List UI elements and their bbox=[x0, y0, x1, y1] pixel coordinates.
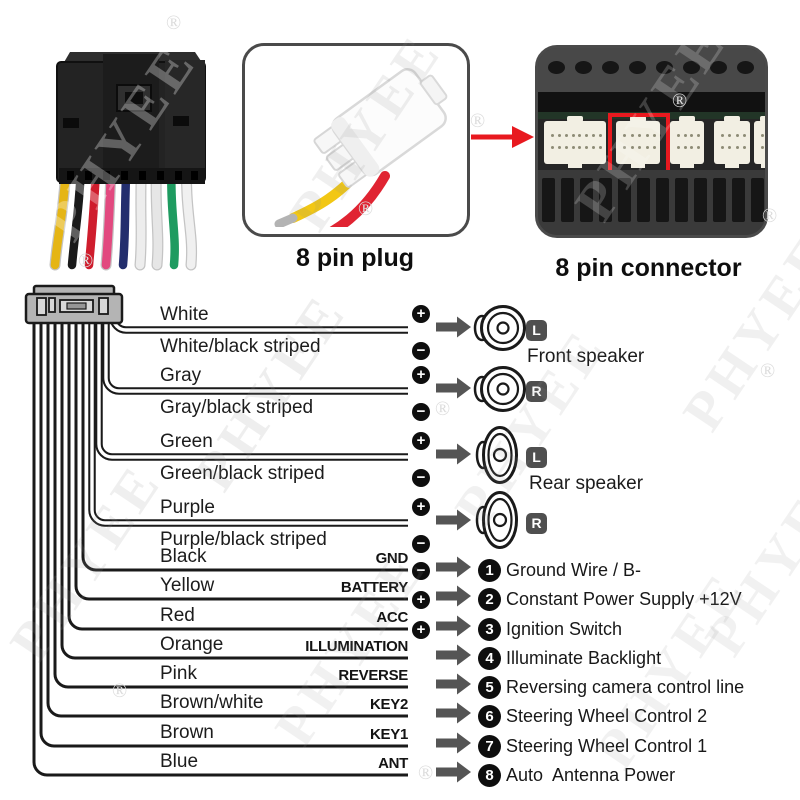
red-arrow-icon bbox=[471, 126, 534, 148]
wire-label: Blue bbox=[160, 751, 198, 773]
arrow-right-icon bbox=[436, 674, 471, 695]
minus-icon: − bbox=[412, 562, 430, 580]
wire-tag: GND bbox=[250, 550, 408, 567]
wire-tag: ACC bbox=[250, 609, 408, 626]
number-badge: 2 bbox=[478, 588, 501, 611]
wire-label-positive: White bbox=[160, 304, 209, 326]
arrow-right-icon bbox=[436, 762, 471, 783]
number-badge: 1 bbox=[478, 559, 501, 582]
rear-speaker-left-icon bbox=[477, 428, 517, 483]
wire-label-negative: White/black striped bbox=[160, 336, 321, 358]
wire-label: Pink bbox=[160, 663, 197, 685]
front-speaker-label: Front speaker bbox=[527, 346, 644, 368]
front-speaker-left-icon bbox=[475, 307, 525, 350]
channel-badge: R bbox=[526, 381, 547, 402]
wire-tag: KEY1 bbox=[250, 726, 408, 743]
number-badge: 4 bbox=[478, 647, 501, 670]
arrow-right-icon bbox=[436, 733, 471, 754]
plus-icon: + bbox=[412, 498, 430, 516]
arrow-right-icon bbox=[436, 586, 471, 607]
wire-label-negative: Gray/black striped bbox=[160, 397, 313, 419]
wire-tag: REVERSE bbox=[250, 667, 408, 684]
plus-icon: + bbox=[412, 305, 430, 323]
number-badge: 6 bbox=[478, 705, 501, 728]
channel-badge: L bbox=[526, 320, 547, 341]
arrow-right-icon bbox=[436, 510, 471, 531]
wire-label-positive: Gray bbox=[160, 365, 201, 387]
plus-icon: + bbox=[412, 591, 430, 609]
wire-description: Steering Wheel Control 2 bbox=[506, 706, 707, 727]
rear-speaker-label: Rear speaker bbox=[529, 473, 643, 495]
wire-description: Steering Wheel Control 1 bbox=[506, 736, 707, 757]
arrow-right-icon bbox=[436, 557, 471, 578]
wire-tag: BATTERY bbox=[250, 579, 408, 596]
plus-icon: + bbox=[412, 432, 430, 450]
channel-badge: R bbox=[526, 513, 547, 534]
wire-tag: ANT bbox=[250, 755, 408, 772]
arrow-right-icon bbox=[436, 317, 471, 338]
wire-label: Brown bbox=[160, 722, 214, 744]
wire-tag: KEY2 bbox=[250, 696, 408, 713]
minus-icon: − bbox=[412, 403, 430, 421]
wire-tag: ILLUMINATION bbox=[250, 638, 408, 655]
wire-label: Black bbox=[160, 546, 206, 568]
harness-connector-block bbox=[26, 286, 122, 323]
power-wire bbox=[62, 321, 408, 658]
arrow-right-icon bbox=[436, 703, 471, 724]
number-badge: 7 bbox=[478, 735, 501, 758]
wire-description: Auto Antenna Power bbox=[506, 765, 675, 786]
number-badge: 5 bbox=[478, 676, 501, 699]
channel-badge: L bbox=[526, 447, 547, 468]
wire-label-positive: Green bbox=[160, 431, 213, 453]
wire-description: Reversing camera control line bbox=[506, 677, 744, 698]
wire-label-positive: Purple bbox=[160, 497, 215, 519]
speaker-pair-wire bbox=[113, 317, 408, 330]
wire-label-negative: Green/black striped bbox=[160, 463, 325, 485]
wire-label: Red bbox=[160, 605, 195, 627]
wire-label: Yellow bbox=[160, 575, 214, 597]
wire-description: Ignition Switch bbox=[506, 619, 622, 640]
minus-icon: − bbox=[412, 469, 430, 487]
arrow-right-icon bbox=[436, 645, 471, 666]
wire-label: Orange bbox=[160, 634, 223, 656]
minus-icon: − bbox=[412, 342, 430, 360]
number-badge: 8 bbox=[478, 764, 501, 787]
arrow-right-icon bbox=[436, 616, 471, 637]
front-speaker-right-icon bbox=[475, 368, 525, 411]
wire-description: Constant Power Supply +12V bbox=[506, 589, 742, 610]
plus-icon: + bbox=[412, 621, 430, 639]
plus-icon: + bbox=[412, 366, 430, 384]
wire-description: Ground Wire / B- bbox=[506, 560, 641, 581]
rear-speaker-right-icon bbox=[477, 493, 517, 548]
minus-icon: − bbox=[412, 535, 430, 553]
arrow-right-icon bbox=[436, 378, 471, 399]
arrow-right-icon bbox=[436, 444, 471, 465]
number-badge: 3 bbox=[478, 618, 501, 641]
wire-label: Brown/white bbox=[160, 692, 264, 714]
wire-description: Illuminate Backlight bbox=[506, 648, 661, 669]
